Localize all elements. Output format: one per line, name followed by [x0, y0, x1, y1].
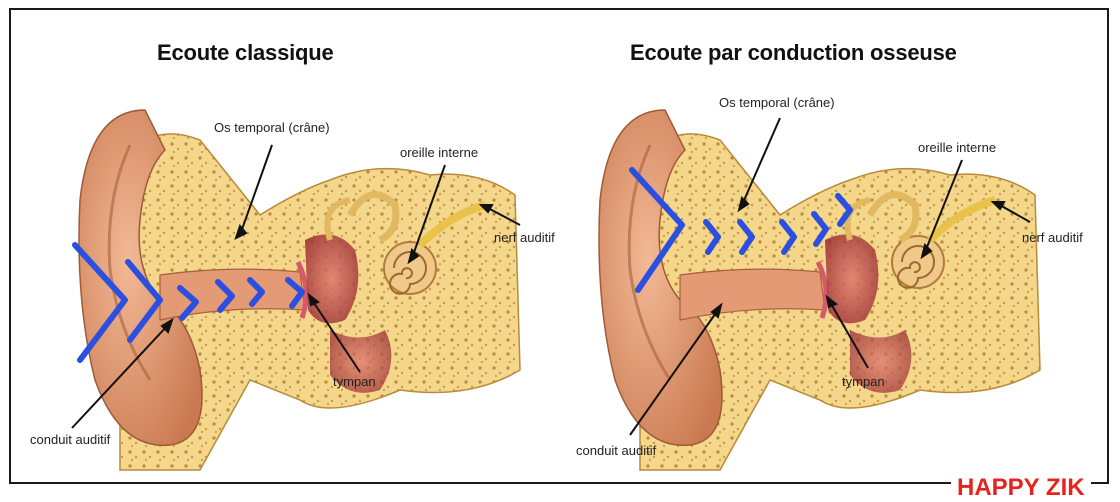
left-panel-title: Ecoute classique [157, 40, 334, 66]
label-os-temporal: Os temporal (crâne) [719, 95, 835, 110]
right-ear-illustration [599, 110, 1040, 470]
label-nerf-auditif: nerf auditif [494, 230, 555, 245]
label-os-temporal: Os temporal (crâne) [214, 120, 330, 135]
brand-logo: HAPPY ZIK [951, 474, 1091, 502]
left-ear-illustration [72, 110, 520, 470]
label-oreille-interne: oreille interne [400, 145, 478, 160]
label-tympan: tympan [333, 374, 376, 389]
label-conduit-auditif: conduit auditif [30, 432, 110, 447]
label-nerf-auditif: nerf auditif [1022, 230, 1083, 245]
label-conduit-auditif: conduit auditif [576, 443, 656, 458]
right-panel-title: Ecoute par conduction osseuse [630, 40, 957, 66]
label-tympan: tympan [842, 374, 885, 389]
label-oreille-interne: oreille interne [918, 140, 996, 155]
